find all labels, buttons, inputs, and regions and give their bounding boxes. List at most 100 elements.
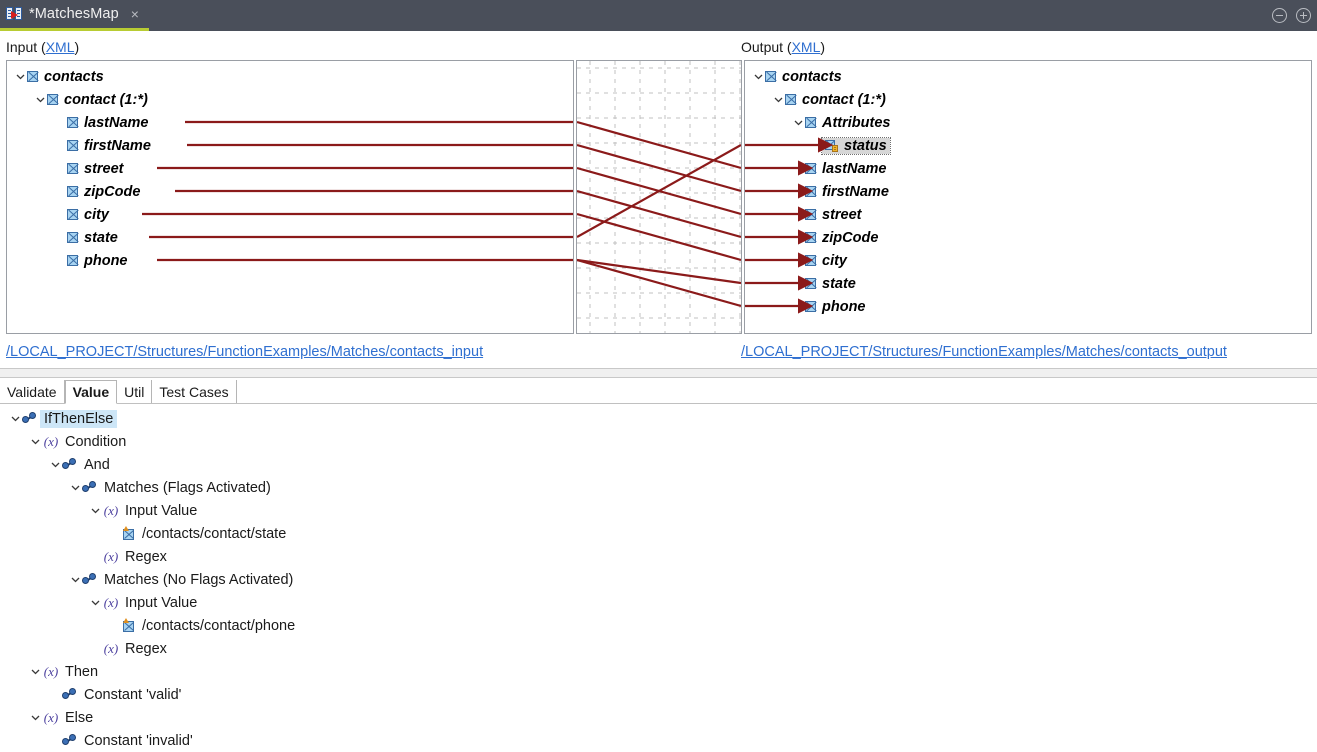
expression-node-label: Matches (Flags Activated) [104, 479, 271, 496]
input-tree-node-lastname[interactable]: lastName [7, 111, 148, 134]
expression-node-label: Input Value [125, 594, 198, 611]
input-structure-tree[interactable]: contacts contact (1:*)lastName firstName st… [6, 60, 574, 334]
expression-node-matches-no-flags-activated[interactable]: Matches (No Flags Activated) [0, 568, 293, 591]
expression-node-regex[interactable]: (x)Regex [0, 545, 167, 568]
output-label-suffix: ) [820, 39, 826, 55]
node-label: status [844, 137, 887, 154]
expression-node-contacts-contact-state[interactable]: /contacts/contact/state [0, 522, 286, 545]
input-tree-node-phone[interactable]: phone [7, 249, 128, 272]
element-icon [27, 71, 38, 82]
node-label: state [84, 229, 118, 246]
input-tree-node-contact-1[interactable]: contact (1:*) [7, 88, 148, 111]
chevron-down-icon[interactable] [88, 591, 102, 614]
chevron-down-icon[interactable] [28, 430, 42, 453]
node-label: contacts [782, 68, 842, 85]
mapping-link-zipCode-to-zipCode[interactable] [577, 189, 741, 239]
element-icon [67, 117, 78, 128]
input-label-prefix: Input ( [6, 39, 46, 55]
node-content: phone [67, 253, 128, 269]
tab-value[interactable]: Value [64, 380, 118, 404]
expression-node-label: /contacts/contact/state [142, 525, 287, 542]
expression-node-constant-valid[interactable]: Constant 'valid' [0, 683, 181, 706]
tab-label: Util [124, 383, 145, 400]
mapping-link-state-to-status[interactable] [577, 144, 741, 238]
mapping-link-city-to-city[interactable] [577, 212, 741, 262]
input-tree-node-city[interactable]: city [7, 203, 109, 226]
variable-icon: (x) [43, 433, 59, 449]
output-tree-node-attributes[interactable]: Attributes [745, 111, 890, 134]
input-tree-node-contacts[interactable]: contacts [7, 65, 104, 88]
chevron-down-icon[interactable] [48, 453, 62, 476]
input-tree-node-firstname[interactable]: firstName [7, 134, 151, 157]
node-content: state [67, 230, 118, 246]
node-label: zipCode [84, 183, 141, 200]
expression-node-constant-invalid[interactable]: Constant 'invalid' [0, 729, 193, 752]
editor-tab-matchesmap[interactable]: *MatchesMap × [0, 0, 149, 31]
xpath-icon [122, 618, 136, 632]
input-tree-node-street[interactable]: street [7, 157, 124, 180]
mapping-link-phone-to-phone[interactable] [577, 258, 741, 308]
tab-test-cases[interactable]: Test Cases [152, 380, 237, 403]
expression-node-else[interactable]: (x)Else [0, 706, 93, 729]
chevron-down-icon[interactable] [28, 706, 42, 729]
tab-util[interactable]: Util [117, 380, 153, 403]
expression-node-contacts-contact-phone[interactable]: /contacts/contact/phone [0, 614, 295, 637]
chevron-down-icon[interactable] [68, 476, 82, 499]
expression-node-input-value[interactable]: (x)Input Value [0, 591, 197, 614]
node-label: contacts [44, 68, 104, 85]
tab-validate[interactable]: Validate [0, 380, 65, 403]
mapping-link-firstName-to-firstName[interactable] [577, 143, 741, 193]
element-icon [47, 94, 58, 105]
input-xml-link[interactable]: XML [45, 39, 75, 55]
node-label: city [822, 252, 847, 269]
chevron-down-icon[interactable] [68, 568, 82, 591]
output-structure-path-link[interactable]: /LOCAL_PROJECT/Structures/FunctionExampl… [741, 344, 1227, 360]
expression-node-label: IfThenElse [40, 409, 118, 428]
output-link-stubs [745, 137, 834, 314]
expression-node-label: Matches (No Flags Activated) [104, 571, 294, 588]
function-icon [62, 688, 78, 701]
chevron-down-icon[interactable] [771, 88, 785, 111]
output-tree-node-contact-1[interactable]: contact (1:*) [745, 88, 886, 111]
node-label: street [84, 160, 124, 177]
input-structure-path-link[interactable]: /LOCAL_PROJECT/Structures/FunctionExampl… [6, 344, 484, 360]
node-content: status [821, 136, 891, 155]
function-icon [82, 481, 98, 494]
output-xml-link[interactable]: XML [791, 39, 821, 55]
chevron-down-icon[interactable] [791, 111, 805, 134]
expression-node-input-value[interactable]: (x)Input Value [0, 499, 197, 522]
input-tree-node-state[interactable]: state [7, 226, 118, 249]
horizontal-scrollbar[interactable] [0, 368, 1317, 378]
mapping-link-phone-to-state[interactable] [577, 258, 741, 285]
output-tree-node-contacts[interactable]: contacts [745, 65, 842, 88]
node-label: firstName [84, 137, 151, 154]
chevron-down-icon[interactable] [33, 88, 47, 111]
element-icon [67, 186, 78, 197]
close-icon[interactable]: × [130, 6, 139, 22]
expression-node-regex[interactable]: (x)Regex [0, 637, 167, 660]
input-panel-label: Input (XML) [6, 39, 79, 55]
node-label: Attributes [822, 114, 891, 131]
expression-node-condition[interactable]: (x)Condition [0, 430, 126, 453]
output-tree-node-status[interactable]: status [745, 134, 891, 157]
input-link-stubs [142, 120, 573, 262]
mapping-links-canvas[interactable] [576, 60, 742, 334]
expression-node-matches-flags-activated[interactable]: Matches (Flags Activated) [0, 476, 271, 499]
minimize-icon[interactable] [1272, 8, 1287, 23]
expression-node-and[interactable]: And [0, 453, 110, 476]
xpath-icon [122, 526, 136, 540]
expression-node-then[interactable]: (x)Then [0, 660, 98, 683]
mapping-link-lastName-to-lastName[interactable] [577, 120, 741, 170]
chevron-down-icon[interactable] [88, 499, 102, 522]
chevron-down-icon[interactable] [751, 65, 765, 88]
maximize-icon[interactable] [1296, 8, 1311, 23]
node-label: state [822, 275, 856, 292]
chevron-down-icon[interactable] [8, 407, 22, 430]
chevron-down-icon[interactable] [13, 65, 27, 88]
node-content: zipCode [67, 184, 140, 200]
chevron-down-icon[interactable] [28, 660, 42, 683]
expression-node-ifthenelse[interactable]: IfThenElse [0, 407, 118, 430]
input-tree-node-zipcode[interactable]: zipCode [7, 180, 140, 203]
